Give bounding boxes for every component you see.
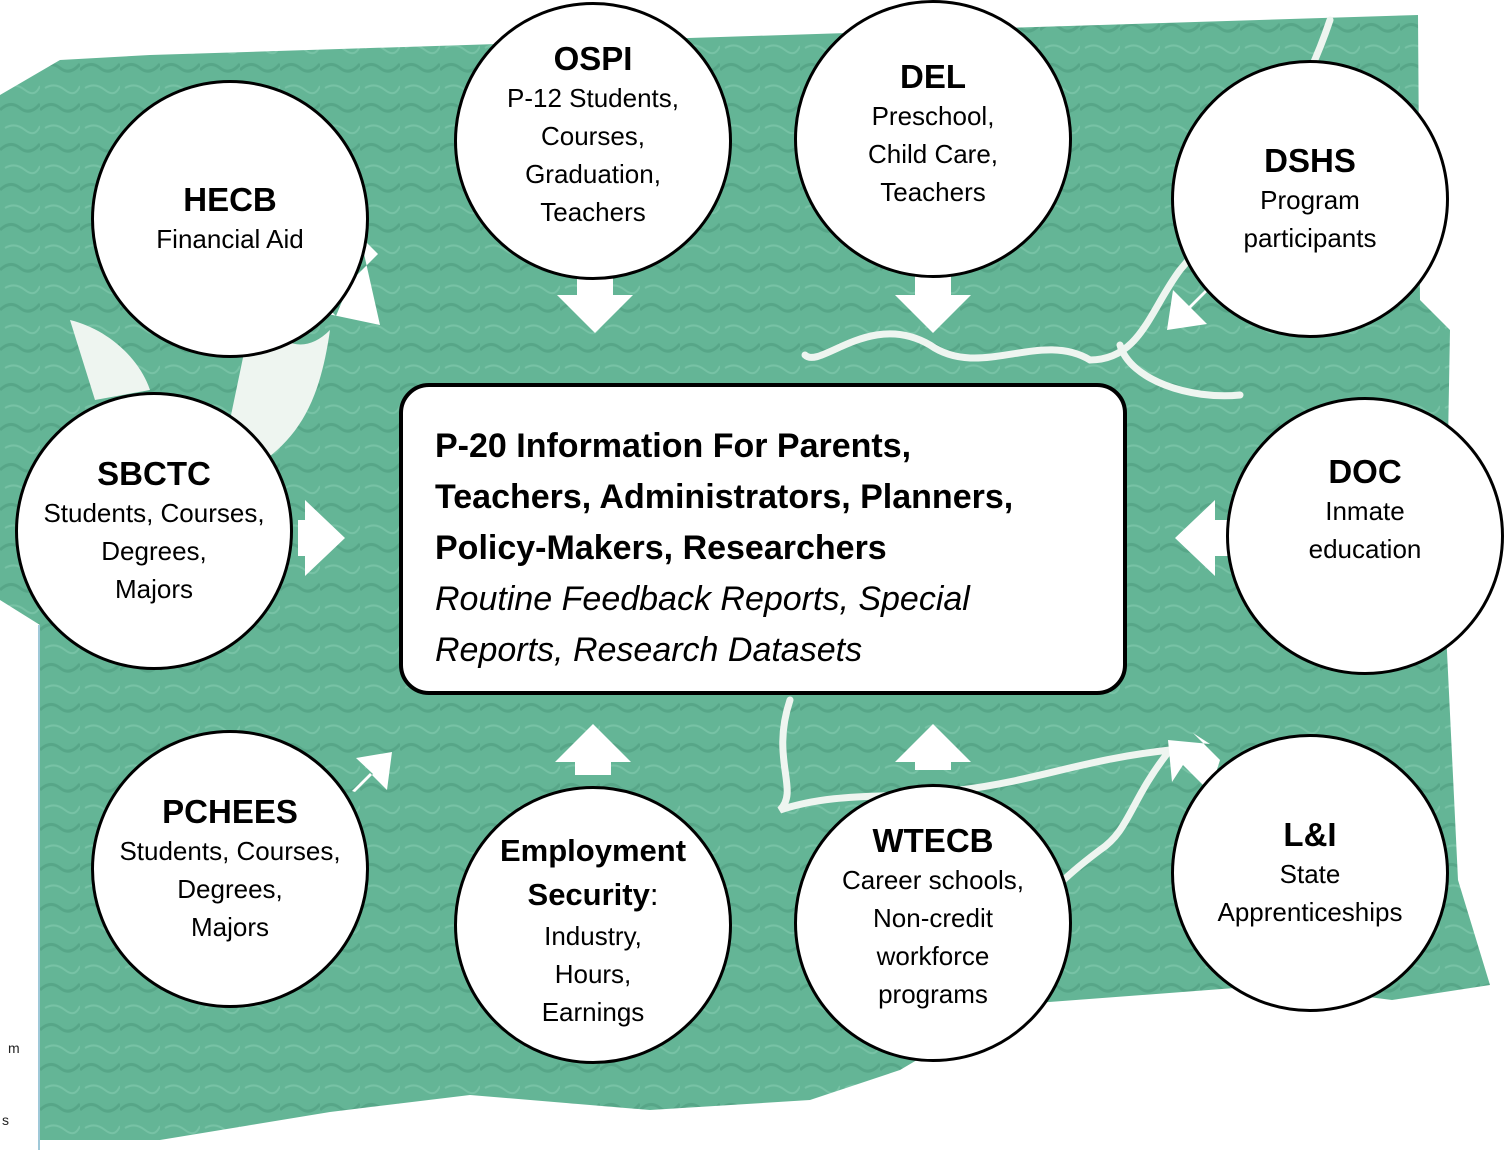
esd-title: Employment Security:	[500, 829, 686, 917]
flow-arrows	[290, 236, 1230, 792]
del-desc: Preschool, Child Care, Teachers	[867, 101, 999, 207]
arrow-li	[1168, 733, 1220, 792]
circle-wtecb: WTECB Career schools, Non-credit workfor…	[794, 784, 1072, 1062]
wtecb-title: WTECB	[872, 822, 994, 859]
arrow-pchees	[352, 752, 392, 792]
sbctc-title: SBCTC	[97, 455, 211, 492]
edge-fragment-1: m	[8, 1040, 20, 1056]
ospi-title: OSPI	[553, 40, 633, 77]
ospi-desc: P-12 Students, Courses, Graduation, Teac…	[507, 83, 679, 227]
arrow-dshs	[1167, 280, 1217, 330]
doc-desc: Inmate education	[1308, 496, 1422, 564]
pchees-desc: Students, Courses, Degrees, Majors	[119, 836, 341, 942]
esd-title-colon: :	[649, 877, 659, 912]
sbctc-desc: Students, Courses, Degrees, Majors	[43, 498, 265, 604]
circle-pchees: PCHEES Students, Courses, Degrees, Major…	[91, 730, 369, 1008]
arrow-wtecb	[895, 724, 971, 770]
circle-del: DEL Preschool, Child Care, Teachers	[794, 0, 1072, 278]
circle-employment-security: Employment Security: Industry, Hours, Ea…	[454, 786, 732, 1064]
circle-sbctc: SBCTC Students, Courses, Degrees, Majors	[15, 392, 293, 670]
wtecb-desc: Career schools, Non-credit workforce pro…	[841, 865, 1025, 1009]
inset-panel	[0, 625, 40, 1150]
circle-dshs: DSHS Program participants	[1171, 60, 1449, 338]
center-heading: P-20 Information For Parents, Teachers, …	[435, 427, 1014, 567]
dshs-title: DSHS	[1264, 142, 1356, 179]
circle-hecb: HECB Financial Aid	[91, 80, 369, 358]
arrow-doc	[1175, 500, 1230, 576]
center-subheading: Routine Feedback Reports, Special Report…	[435, 580, 970, 669]
circle-ospi: OSPI P-12 Students, Courses, Graduation,…	[454, 2, 732, 280]
del-title: DEL	[900, 58, 966, 95]
hecb-desc: Financial Aid	[156, 224, 304, 254]
p20-information-box: P-20 Information For Parents, Teachers, …	[399, 383, 1127, 695]
esd-title-text: Employment Security	[499, 833, 687, 912]
arrow-ospi	[557, 258, 633, 333]
circle-doc: DOC Inmate education	[1226, 397, 1504, 675]
li-title: L&I	[1283, 816, 1337, 853]
dshs-desc: Program participants	[1243, 185, 1377, 253]
pchees-title: PCHEES	[162, 793, 298, 830]
li-desc: State Apprenticeships	[1217, 859, 1403, 927]
arrow-del	[895, 258, 971, 333]
arrow-esd	[555, 724, 631, 775]
arrow-sbctc	[298, 500, 345, 576]
hecb-title: HECB	[183, 181, 277, 218]
doc-title: DOC	[1328, 453, 1402, 490]
edge-fragment-2: s	[2, 1112, 9, 1128]
esd-desc: Industry, Hours, Earnings	[541, 921, 645, 1027]
circle-li: L&I State Apprenticeships	[1171, 734, 1449, 1012]
